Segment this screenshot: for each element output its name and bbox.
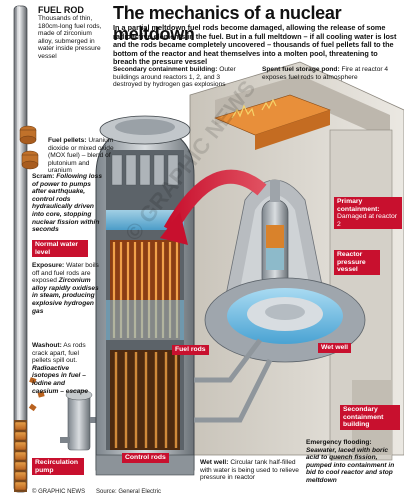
primary-containment-text: Damaged at reactor 2 [337,213,398,228]
recirculation-pump [60,389,115,451]
emergency-flooding-callout: Emergency flooding: Seawater, laced with… [306,439,402,485]
normal-water-level-tag: Normal water level [32,240,88,258]
spent-fuel-pond [214,94,331,150]
page-title: The mechanics of a nuclear meltdown [113,3,342,44]
footer-credit: © GRAPHIC NEWS [32,489,86,495]
scram-callout: Scram: Following loss of power to pumps … [32,173,106,234]
fuel-rod-diagram [13,5,45,493]
spent-fuel-callout: Spent fuel storage pond: Fire at reactor… [262,66,402,81]
recirculation-pump-tag: Recirculation pump [32,458,84,476]
reactor-pressure-vessel-cutaway [95,115,195,476]
wet-well-caption: Wet well: Circular tank half-filled with… [200,459,304,482]
control-rods-tag: Control rods [122,453,169,463]
connecting-pipes [194,338,273,423]
wet-well-caption-label: Wet well: [200,459,229,466]
wet-well-tag: Wet well [318,343,352,353]
wet-well-torus [204,277,366,363]
emergency-flooding-italic: Seawater, laced with boric acid to quenc… [306,446,395,484]
spent-fuel-label: Spent fuel storage pond: [262,66,340,73]
fuel-rod-title: FUEL ROD [38,5,84,15]
washout-label: Washout: [32,342,62,349]
wet-well-caption-text: Circular tank half-filled with water is … [200,459,299,482]
washout-italic: Radioactive isotopes in fuel – iodine an… [32,364,89,395]
primary-containment-label: Primary containment: [337,198,380,213]
scram-text: Following loss of power to pumps after e… [32,173,102,234]
emergency-flooding-label: Emergency flooding: [306,439,372,446]
washout-callout: Washout: As rods crack apart, fuel pelle… [32,342,90,395]
red-flow-arrow [160,169,267,245]
fuel-rods-tag: Fuel rods [172,345,209,355]
fuel-rod-text: Thousands of thin, 180cm-long fuel rods,… [38,15,102,60]
exposure-label: Exposure: [32,262,65,269]
washout-text: As rods crack apart, fuel pellets spill … [32,342,86,365]
exposure-text: Water boils off and fuel rods are expose… [32,262,99,285]
secondary-containment-building-tag: Secondary containment building [340,405,400,430]
fuel-pellets-callout: Fuel pellets: Uranium dioxide or mixed o… [48,137,114,175]
footer-source: Source: General Electric [96,489,162,495]
fuel-pellets-label: Fuel pellets: [48,137,87,144]
scram-label: Scram: [32,173,55,180]
primary-containment-tag: Primary containment: Damaged at reactor … [334,197,402,230]
reactor-pressure-vessel-small [261,180,289,291]
spent-fuel-text: Fire at reactor 4 exposes fuel rods to a… [262,66,389,81]
secondary-containment-callout: Secondary containment building: Outer bu… [113,66,245,89]
intro-paragraph: In a partial meltdown fuel rods become d… [113,23,397,67]
exposure-italic: Zirconium alloy rapidly oxidises in stea… [32,277,99,315]
exposure-callout: Exposure: Water boils off and fuel rods … [32,262,102,315]
secondary-containment-label: Secondary containment building: [113,66,218,73]
secondary-containment-text: Outer buildings around reactors 1, 2, an… [113,66,236,89]
reactor-pressure-vessel-tag: Reactor pressure vessel [334,250,380,275]
fuel-pellets-text: Uranium dioxide or mixed oxide (MOX fuel… [48,137,114,175]
